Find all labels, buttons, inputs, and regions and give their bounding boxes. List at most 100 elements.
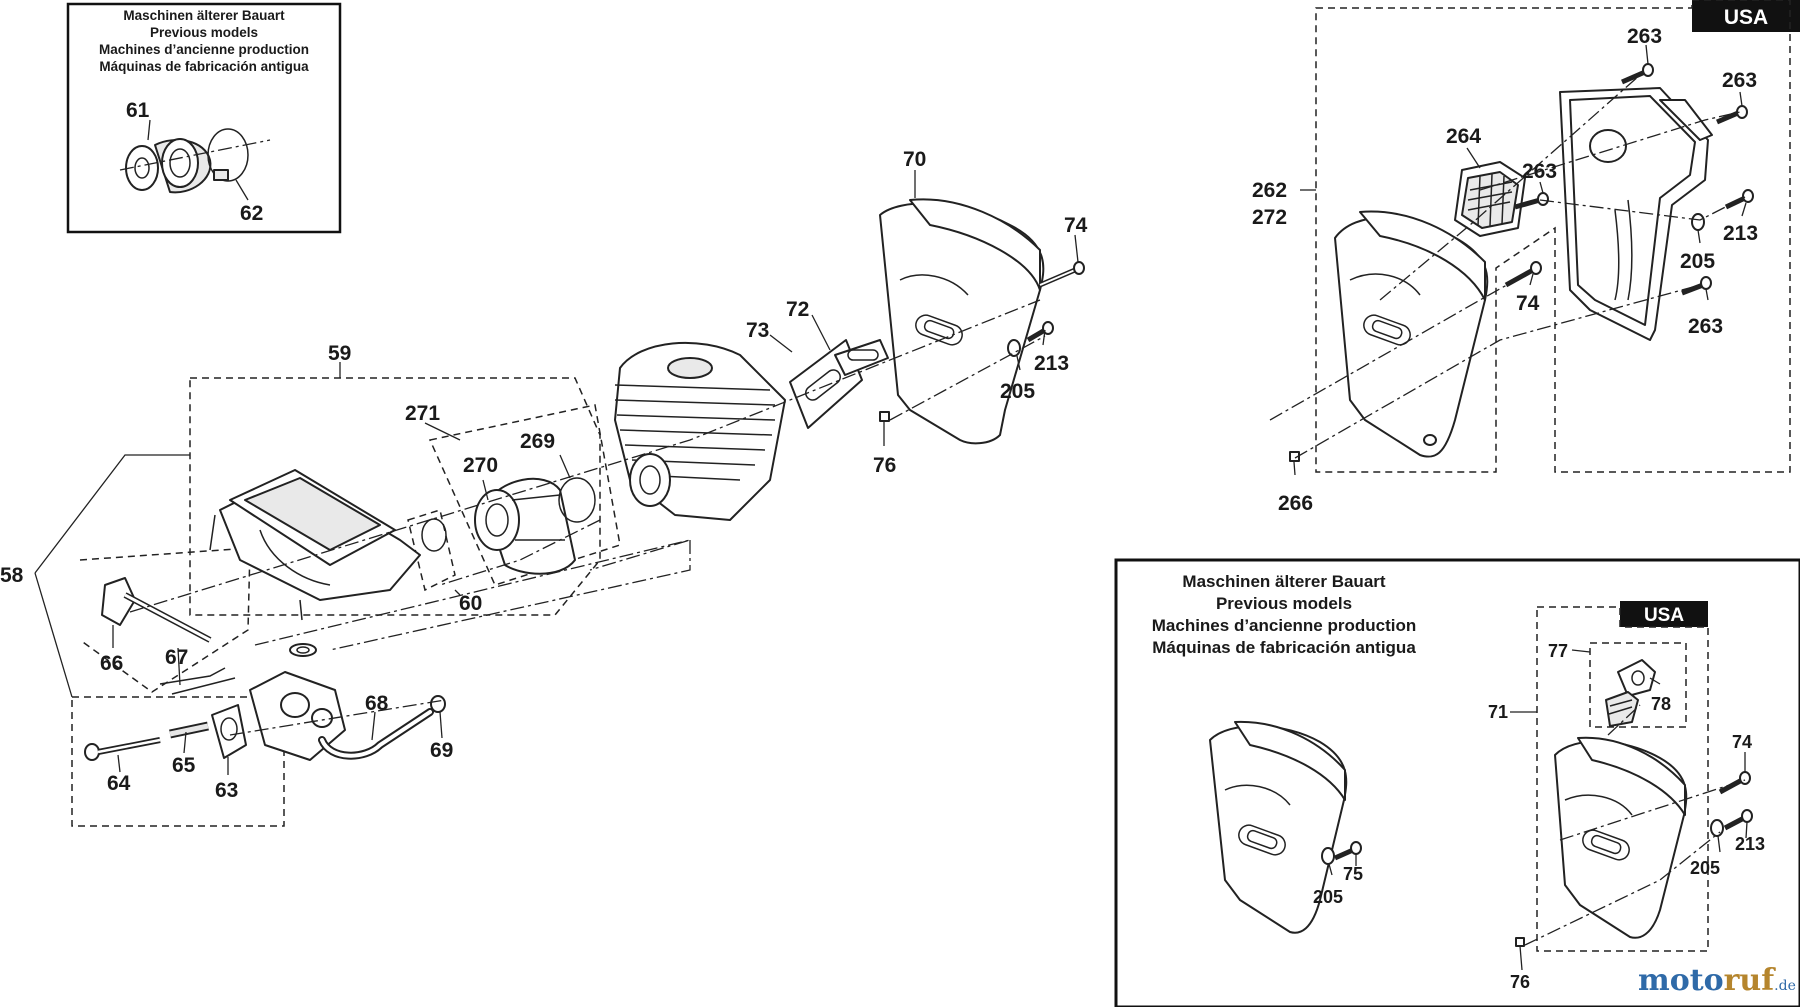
group-58-upper-outline [79,547,251,693]
usa-washer-part [1691,213,1705,231]
legacy-title-fr: Machines d’ancienne production [99,42,309,57]
carb-bolt-part [84,737,161,761]
legacy-large-title-en: Previous models [1216,594,1352,613]
svg-text:motoruf.de: motoruf.de [1638,963,1796,998]
group-271-outline [428,404,621,586]
legacy-models-box-large: Maschinen älterer Bauart Previous models… [1114,558,1800,1007]
label-74: 74 [1064,214,1088,237]
label-u-263-bottom: 263 [1688,315,1723,338]
label-73: 73 [746,319,769,342]
label-69: 69 [430,739,453,762]
watermark-brand-prefix: moto [1638,963,1724,998]
muffler-washer-part [1007,339,1021,357]
muffler-part [879,198,1045,445]
legacy-muffler-part [1209,720,1348,934]
label-u-74: 74 [1516,292,1540,315]
label-68: 68 [365,692,389,715]
manifold-clamp-part [558,477,596,523]
spark-screen-part [1454,161,1526,237]
label-b-71: 71 [1488,702,1508,722]
carb-sleeve-part [169,721,209,739]
motoruf-watermark: motoruf.de [1638,963,1796,998]
label-u-272: 272 [1252,206,1287,229]
label-59: 59 [328,342,351,365]
label-63: 63 [215,779,238,802]
muffler-bolt-part [1039,261,1085,288]
cylinder-part [614,341,786,521]
intake-manifold-part [474,477,576,575]
label-269: 269 [520,430,555,453]
spark-arrestor-cap-part [1617,659,1656,697]
label-213: 213 [1034,352,1069,375]
label-270: 270 [463,454,498,477]
label-b-205-left: 205 [1313,887,1343,907]
label-66: 66 [100,652,123,675]
group-59-outline [189,377,601,616]
carburetor-part [249,643,346,761]
usa-legacy-washer-part [1710,819,1724,837]
intake-flange-part [125,138,212,194]
label-70: 70 [903,148,926,171]
label-b-74: 74 [1732,732,1752,752]
usa-screw-top-part [1621,63,1654,85]
usa-muffler-part [1334,210,1489,458]
muffler-screw-part [1026,321,1054,343]
exhaust-gasket-inner-part [834,339,889,376]
muffler-nut-part [879,411,890,422]
usa-bolt-part [1504,261,1542,288]
usa-badge [1692,0,1800,32]
label-u-266: 266 [1278,492,1313,515]
label-67: 67 [165,646,188,669]
heat-shield-part [1559,87,1713,341]
gasket-ring-part [421,518,447,552]
label-61: 61 [126,99,150,122]
label-58: 58 [0,564,24,587]
label-u-213: 213 [1723,222,1758,245]
legacy-screw-75-part [1333,841,1362,861]
spark-arrestor-group-outline [1589,642,1687,728]
label-u-263-mid: 263 [1522,160,1557,183]
label-u-263-right: 263 [1722,69,1757,92]
label-u-264: 264 [1446,125,1481,148]
label-b-78: 78 [1651,694,1671,714]
usa-badge-small [1620,601,1708,627]
air-filter-housing-part [209,469,421,621]
label-64: 64 [107,772,131,795]
label-b-213: 213 [1735,834,1765,854]
label-u-205: 205 [1680,250,1715,273]
label-60: 60 [459,592,482,615]
group-60-outline [407,509,456,592]
label-62: 62 [240,202,263,225]
legacy-models-box-small: Maschinen älterer Bauart Previous models… [66,2,342,234]
carb-gasket-part [211,704,247,759]
legacy-large-title-de: Maschinen älterer Bauart [1182,572,1385,591]
legacy-title-de: Maschinen älterer Bauart [123,8,285,23]
throttle-rod-part [159,667,236,695]
usa-badge-small-text: USA [1644,605,1684,626]
legacy-title-es: Máquinas de fabricación antigua [99,59,309,74]
hose-clamp-part [207,128,249,182]
usa-group-outline [1315,0,1791,473]
label-271: 271 [405,402,440,425]
label-u-263-top: 263 [1627,25,1662,48]
label-65: 65 [172,754,196,777]
watermark-domain: .de [1774,978,1796,994]
legacy-title-en: Previous models [150,25,258,40]
label-205: 205 [1000,380,1035,403]
usa-legacy-muffler-part [1554,736,1688,939]
label-b-76: 76 [1510,972,1530,992]
label-b-75: 75 [1343,864,1363,884]
label-u-262: 262 [1252,179,1287,202]
watermark-brand-suffix: ruf [1724,963,1777,998]
legacy-large-title-es: Máquinas de fabricación antigua [1152,638,1416,657]
legacy-washer-part [1321,847,1335,865]
group-58-lower-outline [71,696,285,827]
usa-legacy-screw-part [1723,809,1753,831]
usa-legacy-group-outline [1536,606,1709,952]
label-76: 76 [873,454,896,477]
usa-badge-text: USA [1724,6,1768,29]
legacy-large-title-fr: Machines d’ancienne production [1152,616,1416,635]
usa-nut-part [1289,451,1300,462]
hose-grommet-part [430,695,446,713]
